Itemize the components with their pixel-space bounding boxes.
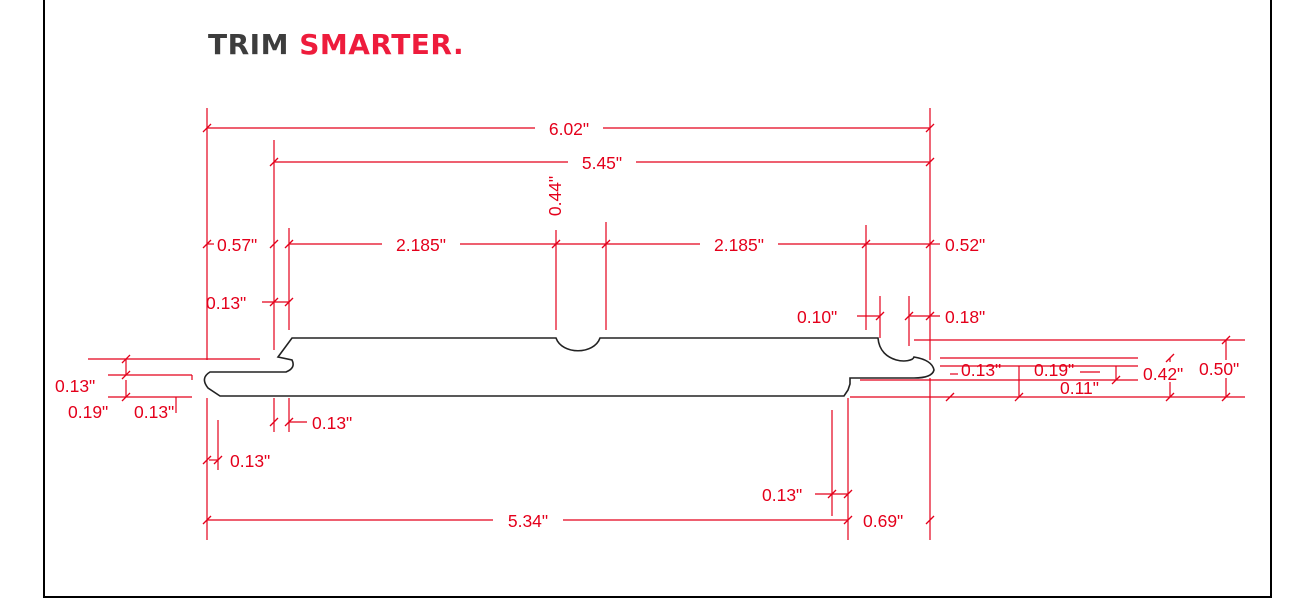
dim-label-right-height-a: 0.42" xyxy=(1143,364,1183,384)
dim-label-right-lip-c: 0.11" xyxy=(1060,378,1099,398)
dim-label-back-width: 5.34" xyxy=(508,511,548,531)
dim-label-left-step: 0.13" xyxy=(206,293,246,313)
dim-label-left-tongue-height: 0.19" xyxy=(68,402,108,422)
dim-label-left-tongue-bottom: 0.13" xyxy=(134,402,174,422)
dim-label-right-lip-a: 0.13" xyxy=(961,360,1001,380)
logo-word-trim: TRIM xyxy=(208,28,289,61)
trim-smarter-logo: TRIM SMARTER. xyxy=(208,28,464,61)
dim-label-face-width: 5.45" xyxy=(582,153,622,173)
dim-label-right-tip: 0.18" xyxy=(945,307,985,327)
dimension-lines xyxy=(125,127,1227,521)
dimension-ticks xyxy=(121,123,1231,525)
dim-label-right-offset: 0.52" xyxy=(945,235,985,255)
dim-label-overall-width: 6.02" xyxy=(549,119,589,139)
leader-lines xyxy=(175,243,1100,495)
extension-lines xyxy=(88,108,1245,540)
dim-label-right-span: 2.185" xyxy=(714,235,764,255)
dim-label-right-height-b: 0.50" xyxy=(1199,359,1239,379)
dim-label-bottom-step-b: 0.13" xyxy=(230,451,270,471)
dim-label-left-offset: 0.57" xyxy=(217,235,257,255)
dim-label-bottom-step-a: 0.13" xyxy=(312,413,352,433)
dim-label-groove-spacing: 0.44" xyxy=(545,176,565,216)
dim-label-bottom-right-step: 0.13" xyxy=(762,485,802,505)
logo-word-smarter: SMARTER. xyxy=(299,28,465,61)
dim-label-right-lip-b: 0.19" xyxy=(1034,360,1074,380)
board-profile xyxy=(203,337,935,397)
dim-label-left-span: 2.185" xyxy=(396,235,446,255)
dim-label-left-tongue-top: 0.13" xyxy=(55,376,95,396)
dim-label-right-small: 0.10" xyxy=(797,307,837,327)
dim-label-back-right: 0.69" xyxy=(863,511,903,531)
